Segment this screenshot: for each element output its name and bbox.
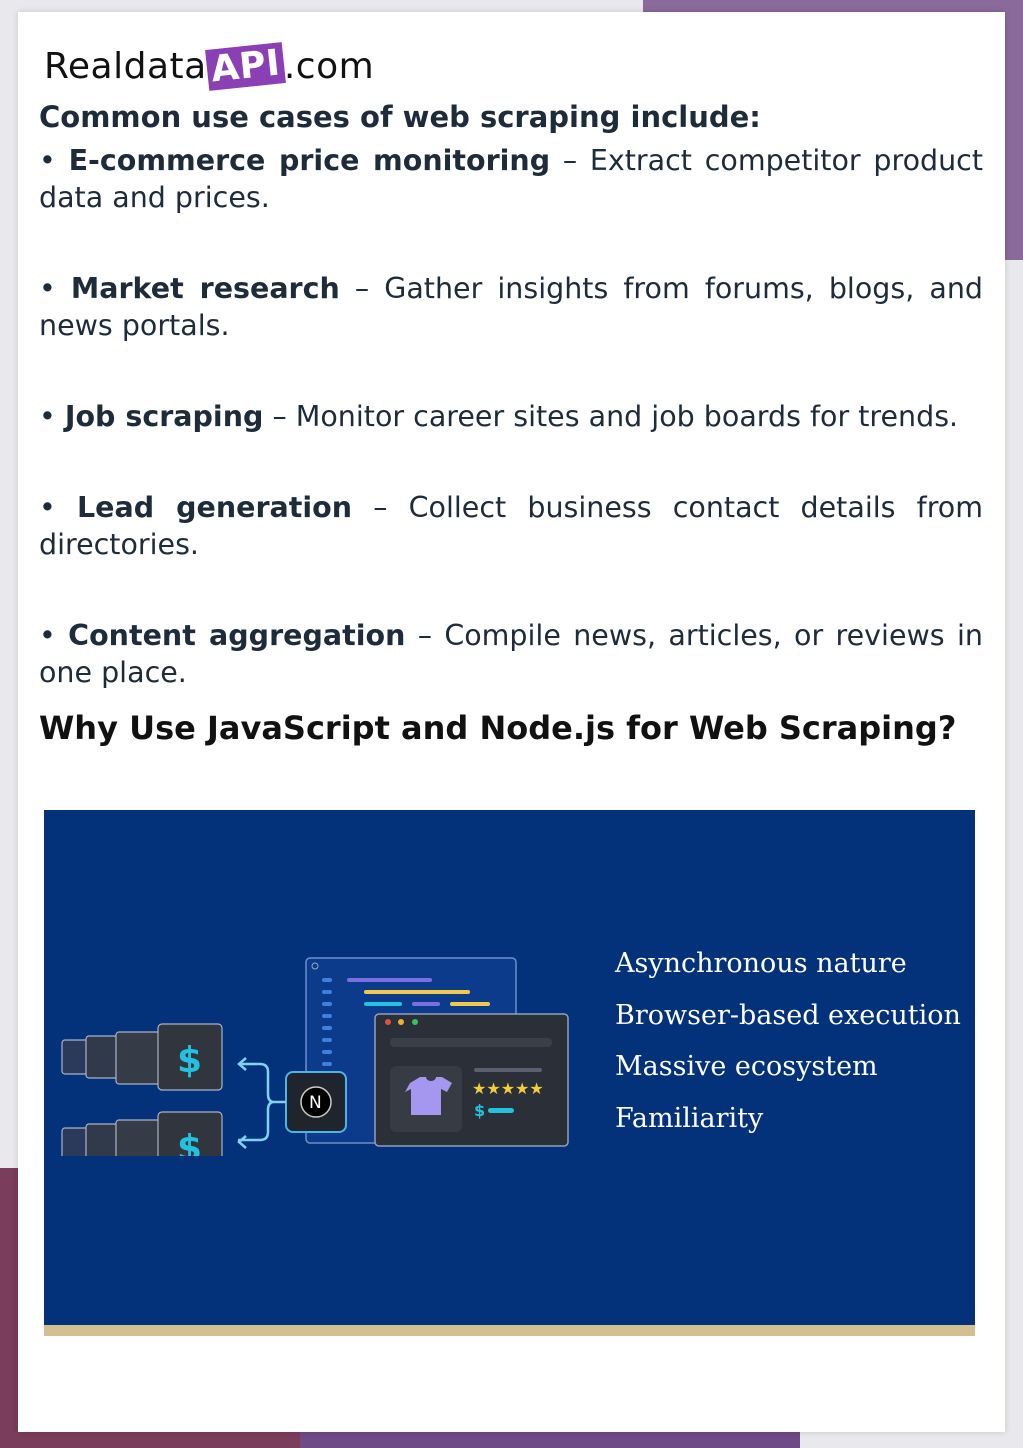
rating-stars: ★★★★★ — [472, 1079, 544, 1098]
list-item: • Content aggregation – Compile news, ar… — [39, 619, 983, 689]
list-item: • Lead generation – Collect business con… — [39, 491, 983, 561]
item-title: Content aggregation — [68, 619, 406, 652]
item-title: Lead generation — [76, 491, 353, 524]
logo-api-badge: API — [204, 42, 286, 91]
item-title: Market research — [70, 272, 340, 305]
reason-item: Asynchronous nature — [615, 948, 907, 979]
svg-text:$: $ — [474, 1101, 485, 1120]
section-title: Why Use JavaScript and Node.js for Web S… — [39, 709, 957, 747]
logo-suffix: .com — [283, 46, 375, 87]
item-desc: – Compile news, articles, or reviews in … — [39, 619, 983, 689]
scraping-illustration: ★★★★★ $ N $ $ — [61, 957, 569, 1156]
list-item: • Job scraping – Monitor career sites an… — [39, 400, 959, 433]
reason-item: Massive ecosystem — [615, 1051, 878, 1082]
dollar-icon: $ — [177, 1040, 202, 1081]
list-item: • Market research – Gather insights from… — [39, 272, 983, 342]
content: Common use cases of web scraping include… — [39, 100, 983, 747]
use-cases-heading: Common use cases of web scraping include… — [39, 100, 761, 134]
item-title: Job scraping — [64, 400, 264, 433]
item-desc: – Gather insights from forums, blogs, an… — [39, 272, 983, 342]
dollar-icon: $ — [177, 1128, 202, 1156]
illustration-panel: ★★★★★ $ N $ $ Asynchronous nature Browse… — [44, 810, 975, 1325]
accent-bar — [44, 1325, 975, 1336]
page-card: RealdataAPI.com Common use cases of web … — [18, 12, 1005, 1432]
item-desc: – Extract competitor product data and pr… — [39, 144, 984, 214]
reasons-list: Asynchronous nature Browser-based execut… — [615, 948, 961, 1154]
reason-item: Familiarity — [615, 1102, 764, 1134]
logo: RealdataAPI.com — [44, 42, 375, 91]
logo-text: Realdata — [44, 46, 207, 87]
svg-text:N: N — [309, 1093, 322, 1113]
item-desc: – Collect business contact details from … — [39, 491, 983, 561]
item-desc: – Monitor career sites and job boards fo… — [263, 400, 959, 433]
item-title: E-commerce price monitoring — [68, 144, 551, 177]
reason-item: Browser-based execution — [615, 999, 961, 1031]
list-item: • E-commerce price monitoring – Extract … — [39, 144, 984, 214]
